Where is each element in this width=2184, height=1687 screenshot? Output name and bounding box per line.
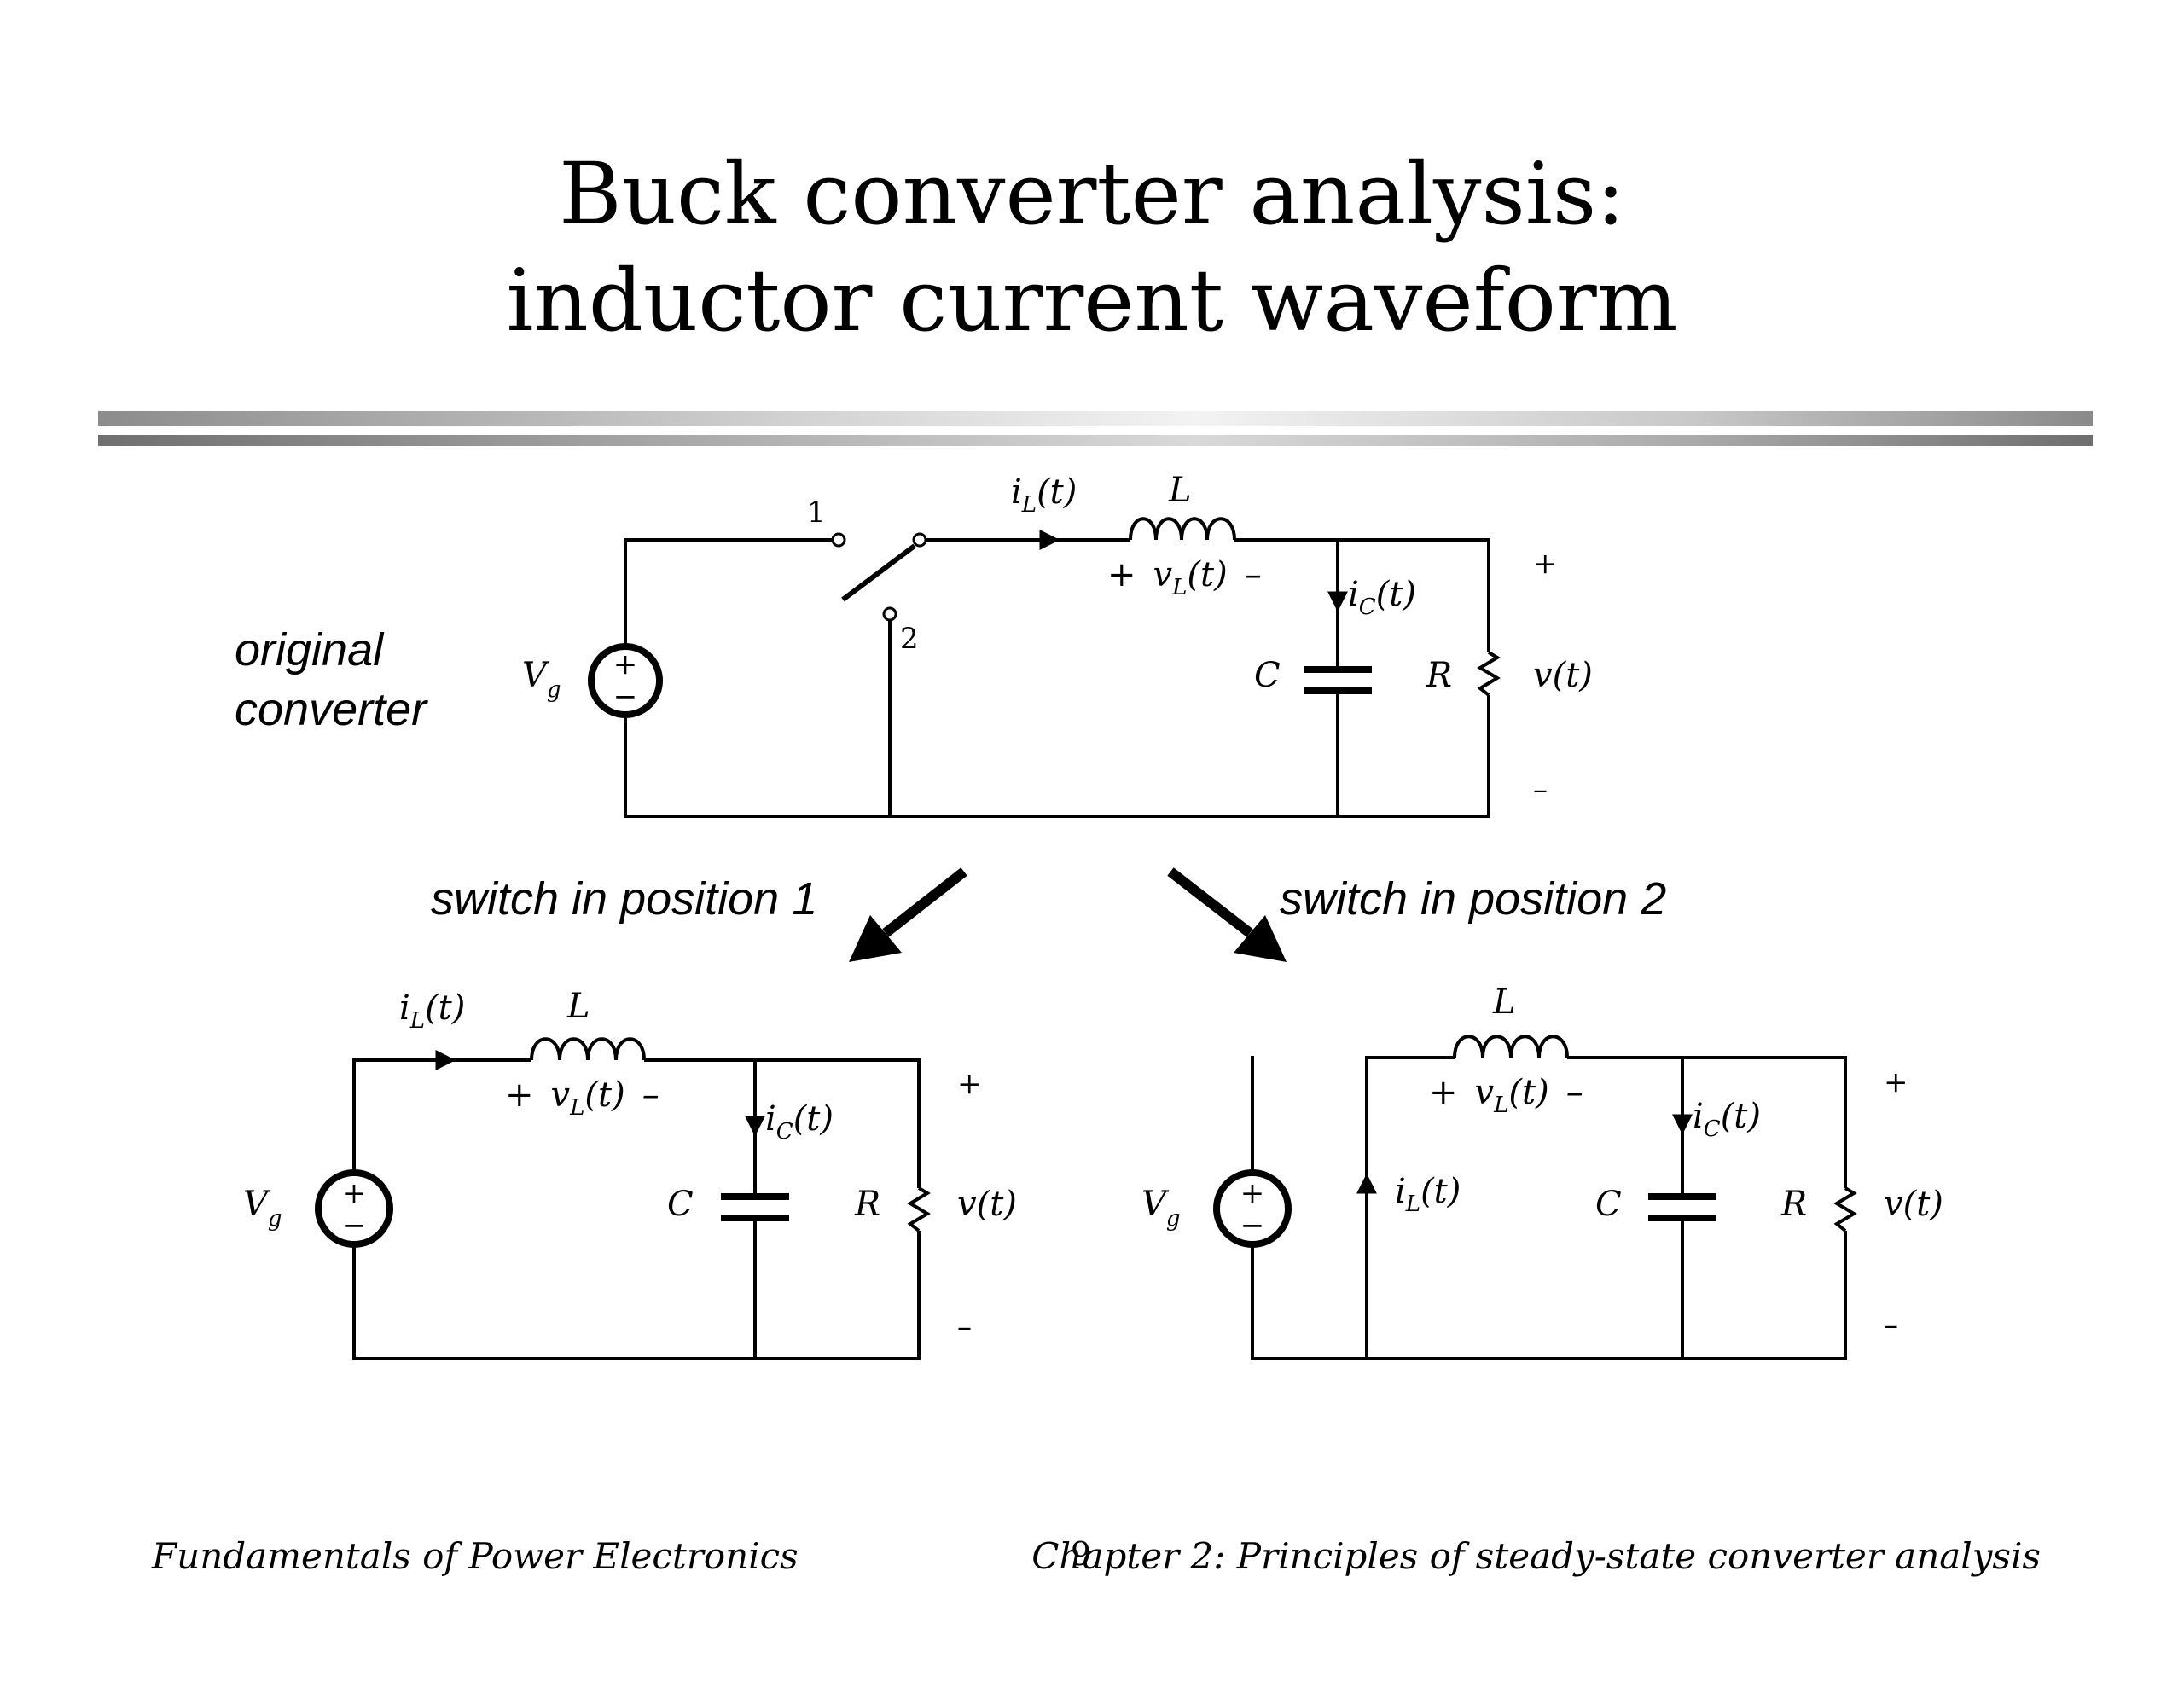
original-converter-circuit: original converter + − Vg xyxy=(235,471,1593,818)
source-minus: − xyxy=(342,1209,367,1243)
position2-vout-label: v(t) xyxy=(1884,1185,1943,1224)
position1-il-label: iL(t) xyxy=(399,988,465,1034)
position2-capacitor: C xyxy=(1595,1185,1716,1224)
position1-voltage-source: + − xyxy=(315,1169,393,1248)
original-capacitor: C xyxy=(1254,656,1372,695)
source-plus: + xyxy=(1240,1176,1265,1210)
position2-vl-label: +vL(t)– xyxy=(1429,1073,1583,1118)
position1-capacitor-label: C xyxy=(667,1185,694,1224)
slide-title: Buck converter analysis: inductor curren… xyxy=(0,141,2184,354)
position2-inductor-label: L xyxy=(1492,983,1516,1022)
original-vout-minus: – xyxy=(1533,773,1548,807)
position2-voltage-source: + − xyxy=(1213,1169,1292,1248)
original-inductor-label: L xyxy=(1168,471,1192,510)
position2-vg-label: Vg xyxy=(1141,1185,1181,1232)
original-vl-label: +vL(t)– xyxy=(1107,555,1262,600)
position1-vout-plus: + xyxy=(957,1067,982,1101)
original-label-line-1: original xyxy=(235,624,385,675)
position1-circuit: + − Vg iL(t) L +vL(t)– iC(t) C R xyxy=(243,987,1017,1360)
position1-label: switch in position 1 xyxy=(431,873,817,925)
original-resistor: R xyxy=(1426,651,1501,697)
position2-ic-label: iC(t) xyxy=(1693,1097,1761,1142)
position1-vg-label: Vg xyxy=(243,1185,282,1232)
position1-inductor: L xyxy=(530,987,646,1061)
original-vout-label: v(t) xyxy=(1533,656,1593,695)
original-resistor-label: R xyxy=(1426,656,1452,695)
original-vout-plus: + xyxy=(1533,547,1558,581)
original-capacitor-label: C xyxy=(1254,656,1281,695)
original-voltage-source: + − xyxy=(588,643,663,718)
source-minus: − xyxy=(613,680,638,714)
title-line-2: inductor current waveform xyxy=(506,251,1678,351)
position1-vout-label: v(t) xyxy=(957,1185,1017,1224)
position1-vl-label: +vL(t)– xyxy=(505,1075,659,1121)
footer-chapter-title: Chapter 2: Principles of steady-state co… xyxy=(1031,1535,2041,1577)
position1-ic-label: iC(t) xyxy=(765,1099,834,1145)
position2-circuit: + − Vg iL(t) L +vL(t)– iC(t) C R xyxy=(1141,983,1943,1360)
position1-wires xyxy=(352,1058,921,1360)
position1-inductor-label: L xyxy=(566,987,590,1026)
transition-arrows xyxy=(849,867,1287,962)
original-il-label: iL(t) xyxy=(1011,472,1077,518)
position1-capacitor: C xyxy=(667,1185,789,1224)
position1-vout-minus: – xyxy=(957,1310,972,1344)
position2-inductor: L xyxy=(1453,983,1569,1058)
footer-page-number: 9 xyxy=(1071,1535,1092,1573)
original-switch: 1 2 xyxy=(807,496,927,656)
position2-resistor: R xyxy=(1780,1185,1857,1232)
title-line-1: Buck converter analysis: xyxy=(559,144,1625,244)
original-wires xyxy=(624,538,1490,818)
position1-resistor-label: R xyxy=(854,1185,880,1224)
position2-vout-plus: + xyxy=(1884,1065,1908,1099)
position2-capacitor-label: C xyxy=(1595,1185,1622,1224)
divider-bar-top xyxy=(98,411,2093,426)
original-label-line-2: converter xyxy=(235,684,428,735)
position2-resistor-label: R xyxy=(1780,1185,1807,1224)
switch-terminal-1: 1 xyxy=(807,496,826,530)
position1-resistor: R xyxy=(854,1185,931,1232)
original-vg-label: Vg xyxy=(522,656,561,703)
position2-wires xyxy=(1251,1056,1847,1360)
switch-terminal-2: 2 xyxy=(900,622,919,656)
footer-book-title: Fundamentals of Power Electronics xyxy=(152,1535,799,1577)
original-inductor: L xyxy=(1129,471,1236,541)
position2-il-label: iL(t) xyxy=(1395,1172,1461,1217)
source-minus: − xyxy=(1240,1209,1265,1243)
original-ic-label: iC(t) xyxy=(1348,575,1416,620)
position2-label: switch in position 2 xyxy=(1280,873,1666,925)
title-divider xyxy=(98,411,2093,447)
source-plus: + xyxy=(342,1176,367,1210)
position2-vout-minus: – xyxy=(1884,1308,1898,1342)
source-plus: + xyxy=(613,647,638,681)
divider-bar-bottom xyxy=(98,435,2093,446)
